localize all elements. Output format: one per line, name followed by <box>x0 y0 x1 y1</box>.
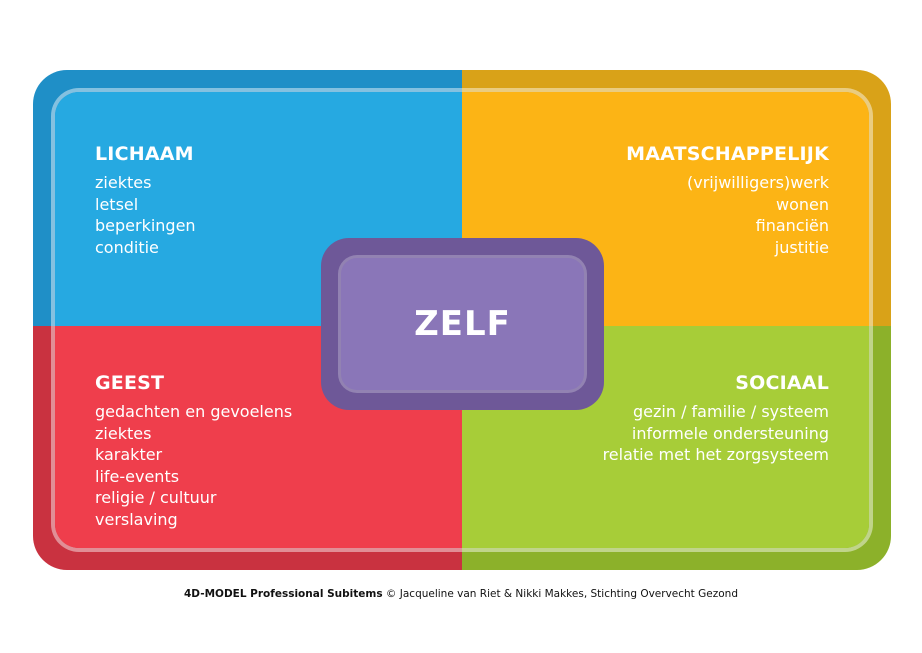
sociaal-title: SOCIAAL <box>735 372 829 394</box>
sociaal-item: relatie met het zorgsysteem <box>602 445 829 464</box>
lichaam-item: ziektes <box>95 173 152 192</box>
geest-title: GEEST <box>95 372 165 394</box>
sociaal-item: informele ondersteuning <box>631 423 829 443</box>
maatschappelijk-title: MAATSCHAPPELIJK <box>626 143 829 165</box>
geest-item: religie / cultuur <box>95 488 217 507</box>
geest-block: GEEST gedachten en gevoelens ziektes kar… <box>95 371 292 530</box>
model-inner <box>55 92 869 548</box>
geest-item: karakter <box>95 445 163 464</box>
geest-item: life-events <box>95 466 180 486</box>
credit-title: 4D-MODEL Professional Subitems <box>184 588 383 600</box>
geest-item: gedachten en gevoelens <box>95 402 293 421</box>
zelf-box: ZELF <box>321 238 604 410</box>
maatschappelijk-block: MAATSCHAPPELIJK (vrijwilligers)werk wone… <box>626 142 829 258</box>
lichaam-item: conditie <box>95 237 159 257</box>
lichaam-item: letsel <box>95 194 139 214</box>
credit-line: 4D-MODEL Professional Subitems © Jacquel… <box>0 588 922 600</box>
credit-text: © Jacqueline van Riet & Nikki Makkes, St… <box>385 588 738 600</box>
geest-item: verslaving <box>95 509 178 529</box>
sociaal-block: SOCIAAL gezin / familie / systeem inform… <box>603 371 829 466</box>
model-frame <box>33 70 891 570</box>
lichaam-title: LICHAAM <box>95 143 194 165</box>
lichaam-item: beperkingen <box>95 216 196 235</box>
maatschappelijk-item: wonen <box>776 194 829 214</box>
maatschappelijk-item: justitie <box>774 237 829 257</box>
maatschappelijk-item: (vrijwilligers)werk <box>687 173 829 192</box>
geest-item: ziektes <box>95 423 152 443</box>
zelf-inner-box: ZELF <box>341 258 584 390</box>
maatschappelijk-item: financiën <box>755 216 829 235</box>
sociaal-item: gezin / familie / systeem <box>633 402 829 421</box>
zelf-label: ZELF <box>414 304 511 344</box>
lichaam-block: LICHAAM ziektes letsel beperkingen condi… <box>95 142 196 258</box>
